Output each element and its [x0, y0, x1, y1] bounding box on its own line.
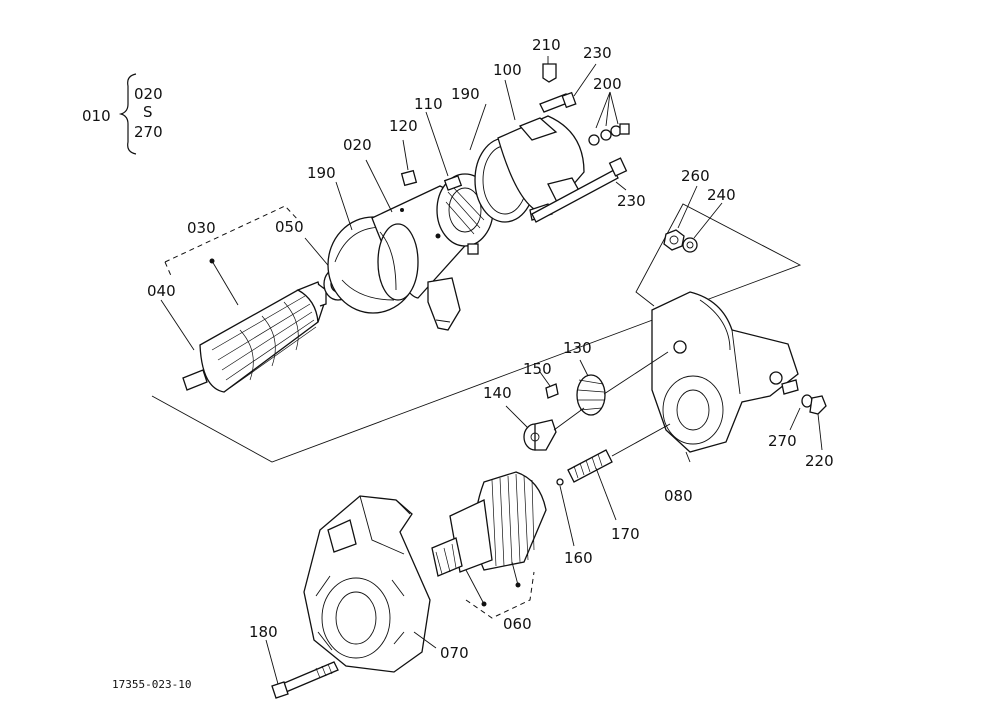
diagram-id: 17355-023-10	[112, 678, 191, 691]
washer-nut-parts	[781, 379, 827, 451]
callout-230-bottom: 230	[617, 192, 646, 210]
callout-210: 210	[532, 36, 561, 54]
bracket-range-start: 020	[134, 85, 163, 103]
callout-240: 240	[707, 186, 736, 204]
gear-housing-part	[651, 291, 799, 463]
armature-part	[160, 205, 327, 393]
callout-labels: 030 040 050 190 020 120 110 190 100 210 …	[147, 36, 834, 662]
callout-130: 130	[563, 339, 592, 357]
callout-260: 260	[681, 167, 710, 185]
callout-050: 050	[275, 218, 304, 236]
callout-220: 220	[805, 452, 834, 470]
bracket-range-end: 270	[134, 123, 163, 141]
front-housing-part	[303, 495, 437, 673]
callout-020: 020	[343, 136, 372, 154]
callout-120: 120	[389, 117, 418, 135]
callout-200: 200	[593, 75, 622, 93]
callout-170: 170	[611, 525, 640, 543]
pinion-clutch-part	[431, 471, 547, 619]
group-frame-line	[151, 203, 802, 463]
callout-230-top: 230	[583, 44, 612, 62]
nut-parts	[663, 185, 723, 253]
callout-270: 270	[768, 432, 797, 450]
callout-080: 080	[664, 487, 693, 505]
callout-180: 180	[249, 623, 278, 641]
callout-070: 070	[440, 644, 469, 662]
callout-150: 150	[523, 360, 552, 378]
callout-190-left: 190	[307, 164, 336, 182]
callout-030: 030	[187, 219, 216, 237]
callout-040: 040	[147, 282, 176, 300]
idler-gear-parts	[505, 351, 669, 451]
through-bolt-part	[265, 639, 339, 699]
callout-190-right: 190	[451, 85, 480, 103]
cover-hardware	[531, 56, 630, 223]
spring-ball-parts	[556, 423, 671, 547]
assembly-bracket: 010 020 S 270	[82, 73, 163, 155]
bracket-range-sep: S	[143, 103, 153, 121]
callout-010: 010	[82, 107, 111, 125]
callout-100: 100	[493, 61, 522, 79]
callout-060: 060	[503, 615, 532, 633]
callout-110: 110	[414, 95, 443, 113]
callout-140: 140	[483, 384, 512, 402]
callout-160: 160	[564, 549, 593, 567]
